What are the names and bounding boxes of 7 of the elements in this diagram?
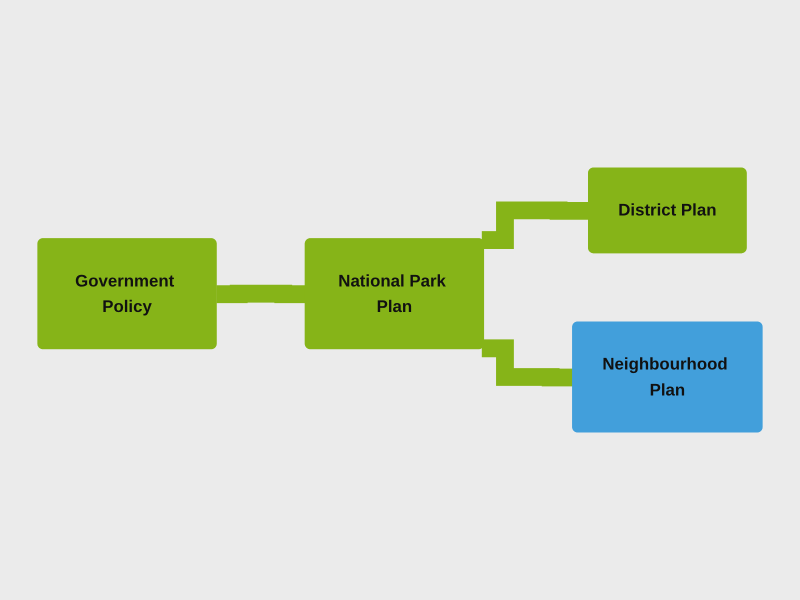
process-box: National Park Plan <box>304 238 484 350</box>
connector <box>216 284 306 304</box>
process-box: Government Policy <box>37 238 217 350</box>
connector <box>482 339 574 386</box>
connector <box>482 201 590 249</box>
process-box: Neighbourhood Plan <box>572 322 763 432</box>
process-box: District Plan <box>588 168 747 254</box>
